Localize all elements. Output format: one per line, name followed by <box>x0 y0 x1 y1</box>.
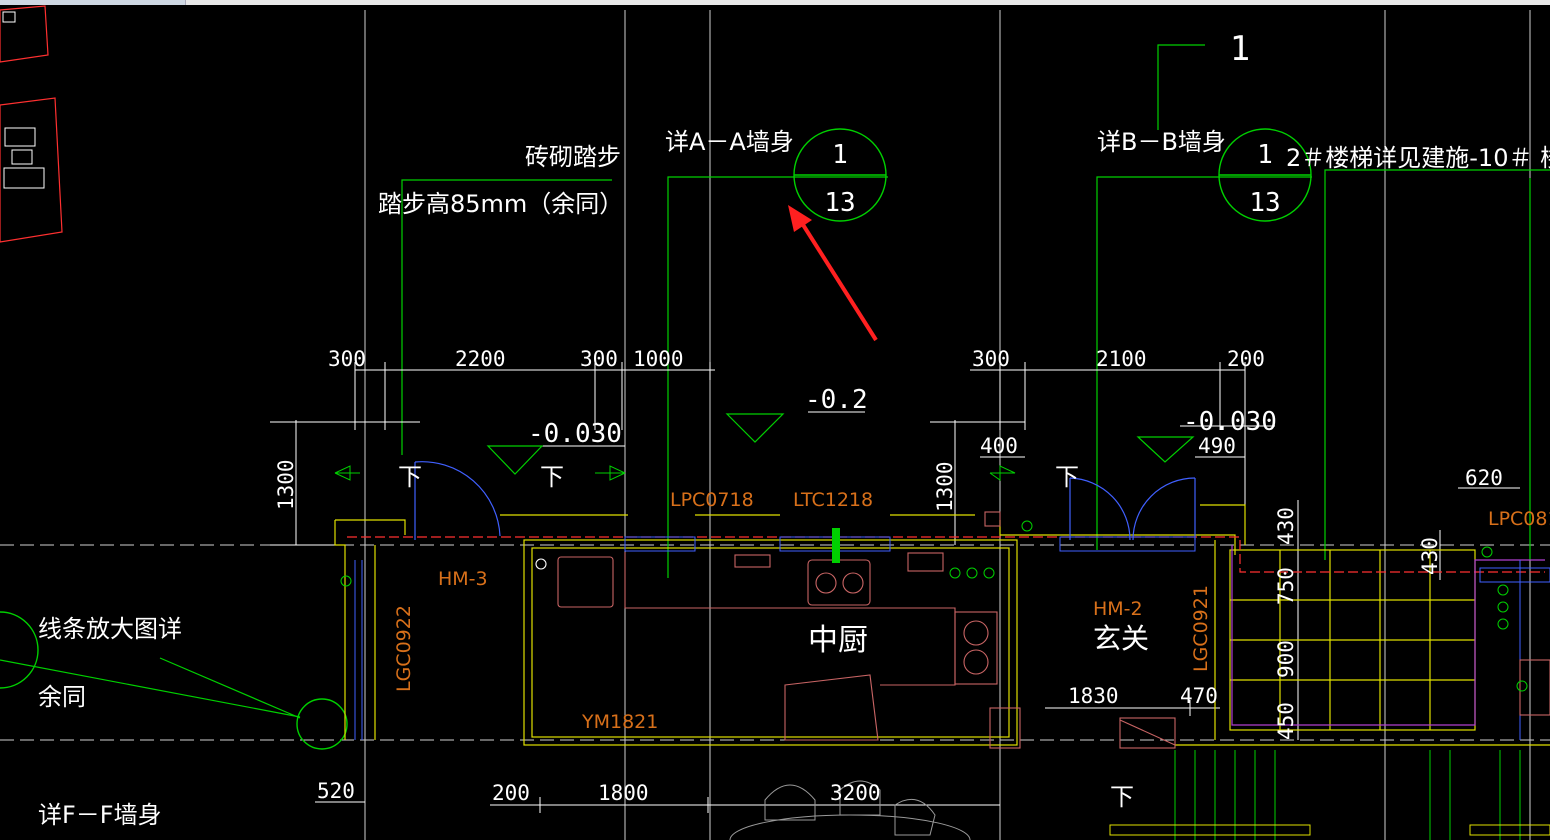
dim-value: 200 <box>492 781 530 805</box>
level-value: -0.030 <box>1183 407 1277 437</box>
section-cut-line <box>347 536 1545 573</box>
dim-value: 300 <box>328 347 366 371</box>
label-same-rest: 余同 <box>38 683 86 711</box>
tag-lgc0921: LGC0921 <box>1190 585 1212 672</box>
dim-value: 1800 <box>598 781 649 805</box>
dim-value: 450 <box>1274 702 1298 740</box>
window-frames <box>354 536 1550 740</box>
label-detail-aa: 详A－A墙身 <box>665 128 794 156</box>
label-detail-ff: 详F－F墙身 <box>38 801 162 829</box>
kitchen-fixtures <box>535 511 1550 749</box>
dining-furniture <box>729 780 971 840</box>
dim-value: 300 <box>972 347 1010 371</box>
tag-lpc0818: LPC0818 <box>1488 508 1550 530</box>
callout-bb-bottom: 13 <box>1249 188 1280 218</box>
purple-outline <box>1231 545 1545 726</box>
tag-lpc0718: LPC0718 <box>670 489 754 511</box>
dim-value: 470 <box>1180 684 1218 708</box>
tag-lgc0922: LGC0922 <box>393 605 415 692</box>
dim-value: 2200 <box>455 347 506 371</box>
dim-value: 520 <box>317 779 355 803</box>
dim-value: 3200 <box>830 781 881 805</box>
direction-arrows <box>334 465 1016 481</box>
room-kitchen: 中厨 <box>808 623 868 658</box>
label-line-detail: 线条放大图详 <box>38 615 182 643</box>
callout-bb-top: 1 <box>1257 140 1273 170</box>
callout-line-detail[interactable] <box>0 611 39 689</box>
room-entrance: 玄关 <box>1093 622 1149 655</box>
title-tab[interactable] <box>0 0 186 5</box>
axis-label: 1 <box>1230 29 1250 69</box>
door-swings <box>414 461 1196 541</box>
dim-value: 900 <box>1274 640 1298 678</box>
tag-hm2: HM-2 <box>1093 598 1143 620</box>
label-stair-note: 2＃楼梯详见建施-10＃ 楼 <box>1286 144 1550 172</box>
label-step-height: 踏步高85mm（余同） <box>378 190 623 218</box>
dim-value: 2100 <box>1096 347 1147 371</box>
dim-value: 430 <box>1418 537 1442 575</box>
label-down: 下 <box>398 463 422 491</box>
dim-value: 620 <box>1465 466 1503 490</box>
callout-aa-top: 1 <box>832 140 848 170</box>
floor-plan-walls <box>334 504 1550 746</box>
stairs-lower <box>1109 750 1550 840</box>
dim-value: 1300 <box>274 459 298 510</box>
tag-ym1821: YM1821 <box>581 711 658 733</box>
tag-ltc1218: LTC1218 <box>793 489 873 511</box>
level-value: -0.030 <box>528 419 622 449</box>
dim-value: 300 <box>580 347 618 371</box>
dimension-lines <box>270 362 1520 813</box>
dim-value: 750 <box>1274 567 1298 605</box>
label-detail-bb: 详B－B墙身 <box>1097 128 1226 156</box>
window-marker <box>832 528 840 563</box>
dim-value: 200 <box>1227 347 1265 371</box>
level-markers <box>486 413 1195 475</box>
leader-lines <box>0 44 1550 719</box>
dim-value: 1830 <box>1068 684 1119 708</box>
label-down: 下 <box>1055 463 1079 491</box>
dim-value: 430 <box>1274 507 1298 545</box>
dim-value: 1000 <box>633 347 684 371</box>
dim-value: 490 <box>1198 434 1236 458</box>
red-arrow-annotation <box>788 205 878 342</box>
stove-burners <box>340 520 1528 692</box>
thumbnail-sheets <box>0 5 63 243</box>
dim-value: 1300 <box>933 461 957 512</box>
window-top-bar <box>0 0 1550 5</box>
callout-small[interactable] <box>296 698 348 750</box>
callout-aa-bottom: 13 <box>824 188 855 218</box>
label-down: 下 <box>1110 783 1134 811</box>
label-down: 下 <box>540 463 564 491</box>
tag-hm3: HM-3 <box>438 568 488 590</box>
callout-bb[interactable] <box>1218 128 1312 222</box>
label-brick-step: 砖砌踏步 <box>525 143 621 171</box>
dim-value: 400 <box>980 434 1018 458</box>
callout-aa[interactable] <box>793 128 887 222</box>
level-value: -0.2 <box>805 385 868 415</box>
